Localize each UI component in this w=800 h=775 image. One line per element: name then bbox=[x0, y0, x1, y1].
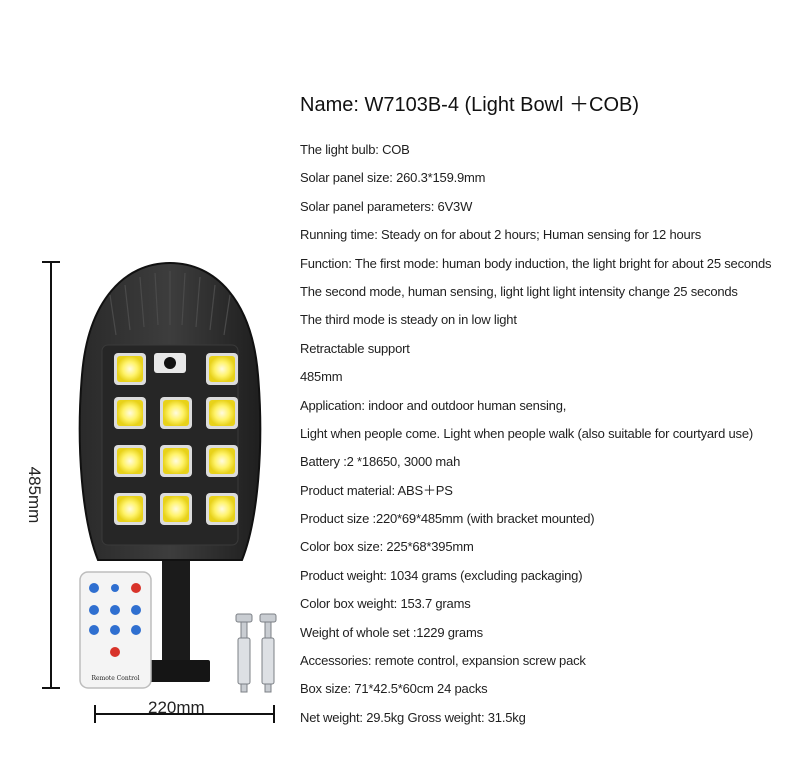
spec-line: Product weight: 1034 grams (excluding pa… bbox=[300, 567, 583, 583]
spec-line: Box size: 71*42.5*60cm 24 packs bbox=[300, 681, 488, 697]
led-chips bbox=[114, 353, 238, 525]
motion-sensor-icon bbox=[164, 357, 176, 369]
product-image-area: 485mm 220mm bbox=[0, 0, 290, 775]
spec-line: Application: indoor and outdoor human se… bbox=[300, 397, 567, 413]
street-lamp-illustration bbox=[78, 261, 262, 682]
remote-wifi-icon bbox=[111, 584, 119, 592]
spec-line: Color box weight: 153.7 grams bbox=[300, 596, 471, 612]
height-dimension-cap-top bbox=[42, 261, 60, 263]
expansion-screws-illustration bbox=[235, 613, 277, 693]
spec-line: Product size :220*69*485mm (with bracket… bbox=[300, 511, 595, 527]
spec-line: Running time: Steady on for about 2 hour… bbox=[300, 227, 702, 243]
spec-line: Product material: ABS＋PS bbox=[300, 482, 453, 498]
spec-line: Weight of whole set :1229 grams bbox=[300, 624, 483, 640]
spec-line: Retractable support bbox=[300, 340, 410, 356]
width-dimension-cap-right bbox=[273, 705, 275, 723]
remote-red-button bbox=[110, 647, 120, 657]
spec-line: 485mm bbox=[300, 369, 343, 385]
spec-line: Light when people come. Light when peopl… bbox=[300, 425, 753, 441]
height-dimension-label: 485mm bbox=[25, 466, 44, 524]
spec-line: Battery :2 *18650, 3000 mah bbox=[300, 454, 461, 470]
spec-line: The light bulb: COB bbox=[300, 142, 410, 157]
remote-control-label: Remote Control bbox=[91, 675, 139, 682]
width-dimension-label: 220mm bbox=[148, 698, 205, 717]
remote-control-illustration: Remote Control bbox=[79, 571, 152, 689]
spec-line: Function: The first mode: human body ind… bbox=[300, 255, 772, 271]
remote-on-button bbox=[89, 583, 99, 593]
width-dimension-line bbox=[95, 713, 275, 715]
product-name-title: Name: W7103B-4 (Light Bowl ＋COB) bbox=[300, 94, 640, 116]
lamp-cooling-fins bbox=[109, 271, 231, 336]
remote-off-button bbox=[131, 583, 141, 593]
spec-line: Net weight: 29.5kg Gross weight: 31.5kg bbox=[300, 709, 526, 725]
spec-line: Accessories: remote control, expansion s… bbox=[300, 653, 586, 669]
width-dimension-cap-left bbox=[94, 705, 96, 723]
spec-line: Solar panel size: 260.3*159.9mm bbox=[300, 170, 486, 186]
spec-line: The third mode is steady on in low light bbox=[300, 312, 517, 328]
height-dimension-cap-bottom bbox=[42, 687, 60, 689]
lamp-base bbox=[144, 660, 210, 682]
specification-list: Name: W7103B-4 (Light Bowl ＋COB) The lig… bbox=[300, 92, 795, 732]
spec-line: The second mode, human sensing, light li… bbox=[300, 283, 738, 299]
spec-line: Color box size: 225*68*395mm bbox=[300, 539, 474, 555]
spec-line: Solar panel parameters: 6V3W bbox=[300, 198, 473, 214]
height-dimension-line bbox=[50, 262, 52, 688]
